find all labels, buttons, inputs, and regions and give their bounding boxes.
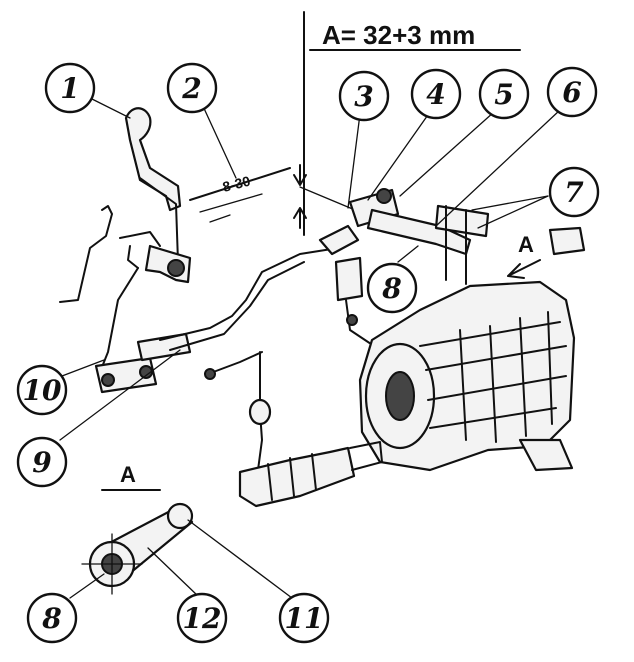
svg-text:9: 9 xyxy=(32,446,51,479)
svg-text:2: 2 xyxy=(181,72,201,105)
stroke-dimension-tick xyxy=(209,214,231,223)
leader-11 xyxy=(187,519,293,599)
svg-text:3: 3 xyxy=(354,80,373,113)
callout-2: 2 xyxy=(166,62,218,114)
bellcrank-pin-left xyxy=(101,373,115,387)
leader-6 xyxy=(435,109,561,227)
stroke-dimension: 8-30 xyxy=(189,167,291,223)
callouts: 1 2 3 4 5 6 7 8 xyxy=(16,62,600,644)
leader-lines xyxy=(59,95,561,599)
gearbox-mount-foot xyxy=(518,438,574,472)
view-arrow xyxy=(507,259,541,279)
leader-1 xyxy=(85,95,131,119)
gear-lever-assembly xyxy=(59,107,192,303)
svg-text:4: 4 xyxy=(426,78,445,111)
callout-10: 10 xyxy=(16,364,68,416)
callout-6: 6 xyxy=(546,66,598,118)
bracket-hook xyxy=(127,245,139,269)
lower-lever-rod xyxy=(207,351,263,375)
leader-4 xyxy=(367,111,431,201)
callout-8b: 8 xyxy=(26,592,78,644)
coupling-link xyxy=(345,299,375,347)
leader-8b xyxy=(69,573,105,599)
bracket-left xyxy=(59,205,113,303)
bracket-arm xyxy=(119,231,161,247)
stroke-dimension-line xyxy=(189,167,291,201)
svg-text:8: 8 xyxy=(41,602,61,635)
gearbox xyxy=(358,226,586,472)
callout-11: 11 xyxy=(278,592,330,644)
leader-7b xyxy=(477,195,549,229)
leader-5 xyxy=(399,111,495,197)
flexible-coupling xyxy=(334,256,364,302)
leader-7a xyxy=(471,195,549,211)
callout-1: 1 xyxy=(44,62,96,114)
leader-8 xyxy=(397,245,419,263)
clamp-bolt xyxy=(376,188,392,204)
svg-text:12: 12 xyxy=(183,602,222,635)
callout-7: 7 xyxy=(548,166,600,218)
lever-pivot-ball xyxy=(167,259,185,277)
svg-text:11: 11 xyxy=(285,602,324,635)
detail-pivot-eye xyxy=(166,502,194,530)
gear-teeth-lines xyxy=(459,311,553,443)
rod-end-socket xyxy=(318,224,360,256)
svg-text:5: 5 xyxy=(494,78,513,111)
lower-shaft-assembly xyxy=(204,351,383,508)
long-shift-rod xyxy=(159,247,339,341)
gear-lever-knob xyxy=(124,107,182,212)
bellcrank-pin-right xyxy=(139,365,153,379)
shaft-coupling xyxy=(349,441,383,471)
leader-3 xyxy=(347,113,361,209)
callout-5: 5 xyxy=(478,68,530,120)
drop-link-ball xyxy=(248,398,272,426)
callout-12: 12 xyxy=(176,592,228,644)
view-arrow-label: A xyxy=(518,232,534,257)
dimension-header: A= 32+3 mm xyxy=(293,11,521,236)
detail-title: A xyxy=(120,462,136,487)
callout-4: 4 xyxy=(410,68,462,120)
leader-9 xyxy=(59,349,181,441)
gear-lever-rod xyxy=(139,177,179,263)
detail-view-a: A xyxy=(81,462,194,595)
leader-2 xyxy=(201,103,237,179)
leader-12 xyxy=(147,547,199,597)
callout-3: 3 xyxy=(338,70,390,122)
vertical-link-rod xyxy=(99,267,139,373)
svg-text:10: 10 xyxy=(23,374,62,407)
svg-text:6: 6 xyxy=(562,76,581,109)
drop-link xyxy=(257,351,263,471)
callout-9: 9 xyxy=(16,436,68,488)
leader-10 xyxy=(61,359,105,377)
input-shaft-bore xyxy=(385,371,415,421)
callout-8: 8 xyxy=(366,262,418,314)
top-cover xyxy=(548,226,586,256)
shaft-spline-lines xyxy=(267,453,317,501)
stroke-dimension-line-2 xyxy=(199,193,263,213)
long-shift-rod-outline xyxy=(169,261,305,351)
lower-linkage xyxy=(94,247,339,394)
stroke-dimension-text: 8-30 xyxy=(221,173,252,195)
view-arrow-a: A xyxy=(507,232,541,279)
lower-lever-knob xyxy=(204,368,216,380)
universal-joint-shaft xyxy=(238,446,356,508)
selector-fingers xyxy=(445,205,467,285)
dimension-arrow-top xyxy=(293,164,307,186)
svg-text:1: 1 xyxy=(60,72,79,105)
dimension-arrow-bottom xyxy=(293,207,307,229)
dimension-extension-line xyxy=(299,186,356,211)
coupling-pin xyxy=(346,314,358,326)
svg-text:8: 8 xyxy=(381,272,401,305)
svg-text:7: 7 xyxy=(564,176,584,209)
dimension-text: A= 32+3 mm xyxy=(322,20,475,50)
